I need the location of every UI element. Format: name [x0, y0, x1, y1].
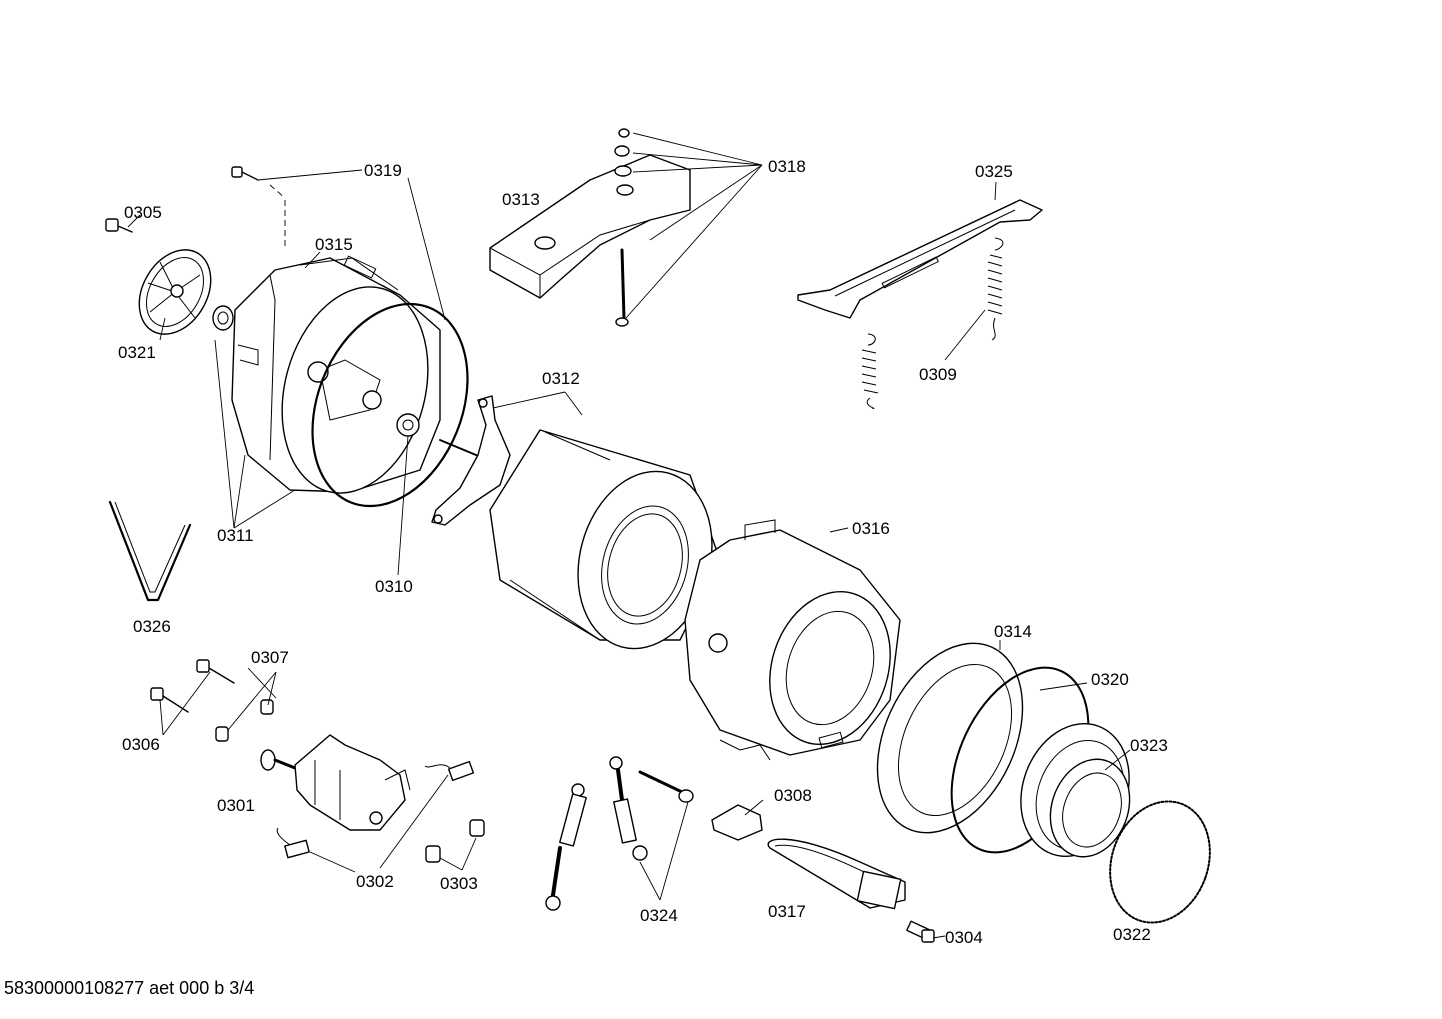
- label-0308: 0308: [774, 786, 812, 805]
- bushings-0303: [425, 819, 485, 863]
- label-0318: 0318: [768, 157, 806, 176]
- label-0304: 0304: [945, 928, 983, 947]
- motor-screws-0306: [150, 659, 235, 713]
- label-0315: 0315: [315, 235, 353, 254]
- clip-0308: [711, 804, 763, 841]
- counterweight-fasteners-0318: [614, 128, 632, 327]
- drive-belt-0326: [108, 500, 192, 602]
- temp-sensor-0304: [906, 920, 935, 943]
- door-seal-0323: [1020, 722, 1131, 858]
- label-0306: 0306: [122, 735, 160, 754]
- drum-spider-0312: [431, 395, 511, 526]
- label-0312: 0312: [542, 369, 580, 388]
- tub-spring-0309a: [987, 237, 1004, 341]
- label-0313: 0313: [502, 190, 540, 209]
- shock-absorber-0324b: [609, 756, 648, 861]
- label-0322: 0322: [1113, 925, 1151, 944]
- label-0309: 0309: [919, 365, 957, 384]
- carbon-brushes-0302: [276, 760, 475, 859]
- motor-mounts-0307: [215, 699, 274, 742]
- front-ring-0314: [876, 642, 1024, 834]
- heating-element-0317: [767, 838, 906, 910]
- document-footer-code: 58300000108277 aet 000 b 3/4: [4, 978, 255, 998]
- label-0314: 0314: [994, 622, 1032, 641]
- pulley-wheel-0321: [138, 249, 212, 335]
- label-0317: 0317: [768, 902, 806, 921]
- label-0311: 0311: [217, 526, 254, 545]
- rear-tub-0315: [231, 255, 441, 494]
- label-0321: 0321: [118, 343, 156, 362]
- pulley-screw-0305: [105, 218, 133, 233]
- label-0303: 0303: [440, 874, 478, 893]
- bearing-ring: [212, 305, 234, 331]
- front-tub-0316: [684, 519, 901, 761]
- tub-spring-0309b: [861, 333, 879, 409]
- label-0323: 0323: [1130, 736, 1168, 755]
- label-0316: 0316: [852, 519, 890, 538]
- shock-absorber-0324a: [545, 783, 587, 911]
- inner-drum: [489, 429, 721, 650]
- label-0305: 0305: [124, 203, 162, 222]
- label-0307: 0307: [251, 648, 289, 667]
- tub-screw-0319: [231, 166, 259, 181]
- label-0325: 0325: [975, 162, 1013, 181]
- part-labels: 0305 0321 0319 0315 0311 0310 0312 0313 …: [118, 157, 1168, 947]
- seal-clamp-0322: [1109, 800, 1211, 924]
- label-0310: 0310: [375, 577, 413, 596]
- shock-bolt-0324: [638, 770, 694, 803]
- label-0319: 0319: [364, 161, 402, 180]
- label-0301: 0301: [217, 796, 255, 815]
- label-0302: 0302: [356, 872, 394, 891]
- leader-lines: [127, 132, 1131, 939]
- spring-bracket-0325: [797, 199, 1043, 319]
- label-0326: 0326: [133, 617, 171, 636]
- counterweight-0313: [489, 154, 691, 299]
- label-0324: 0324: [640, 906, 678, 925]
- motor-0301: [260, 734, 411, 831]
- label-0320: 0320: [1091, 670, 1129, 689]
